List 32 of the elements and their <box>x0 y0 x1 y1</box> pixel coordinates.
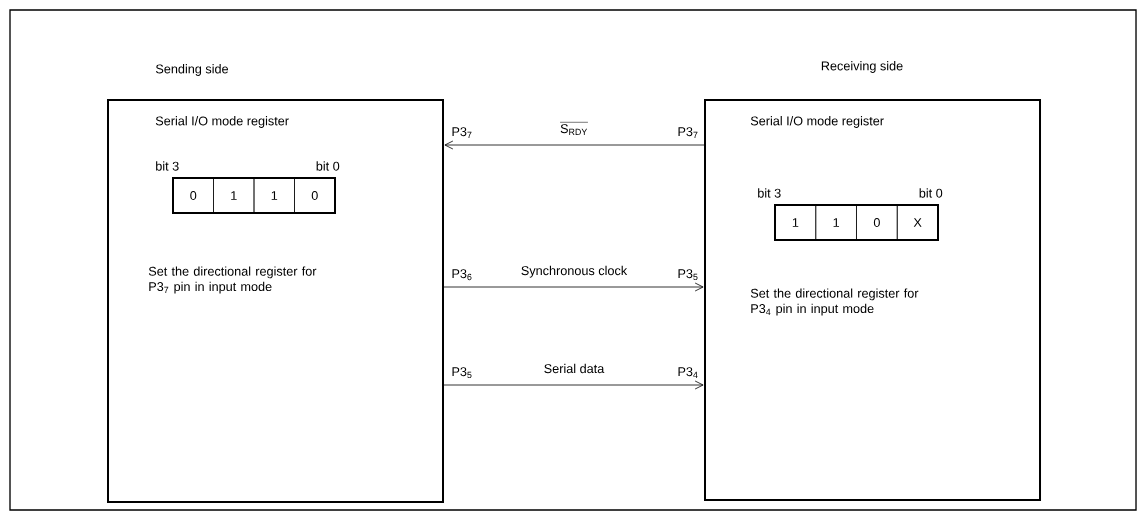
side-box <box>107 64 444 503</box>
register-cell: 1 <box>815 204 857 241</box>
register-cell: 1 <box>213 177 255 214</box>
bit-label: bit 3 <box>758 188 781 198</box>
register-title: Serial I/O mode register <box>155 116 289 128</box>
bit-label: bit 3 <box>156 161 179 171</box>
pin-label: P3$_{6}$ <box>452 269 472 281</box>
signal-label: Synchronous clock <box>519 264 629 279</box>
arrow <box>444 140 705 150</box>
bit-label: bit 0 <box>919 188 943 198</box>
register-cell: X <box>896 204 939 241</box>
side-heading: Receiving side <box>821 61 903 73</box>
signal-label: Serial data <box>542 362 606 375</box>
pin-label: P3$_{5}$ <box>452 367 472 379</box>
register-cell: 1 <box>253 177 295 214</box>
signal-label: S$_{RDY}$ <box>558 120 590 137</box>
register-cell: 0 <box>172 177 214 214</box>
note-text: Set the directional register for P3$_{7}$ pin in input mode <box>148 266 317 294</box>
register-cell: 0 <box>856 204 898 241</box>
side-heading: Sending side <box>155 64 229 76</box>
pin-label: P3$_{4}$ <box>678 367 698 378</box>
register-cell: 1 <box>774 204 817 241</box>
arrow <box>443 380 704 390</box>
side-box <box>704 61 1041 501</box>
bit-label: bit 0 <box>316 161 340 171</box>
pin-label: P3$_{7}$ <box>678 127 698 138</box>
pin-label: P3$_{7}$ <box>452 127 472 138</box>
register-cell: 0 <box>294 177 336 214</box>
note-text: Set the directional register for P3$_{4}$ pin in input mode <box>750 288 919 316</box>
pin-label: P3$_{5}$ <box>678 269 698 281</box>
arrow <box>443 282 704 292</box>
register-title: Serial I/O mode register <box>750 116 884 128</box>
